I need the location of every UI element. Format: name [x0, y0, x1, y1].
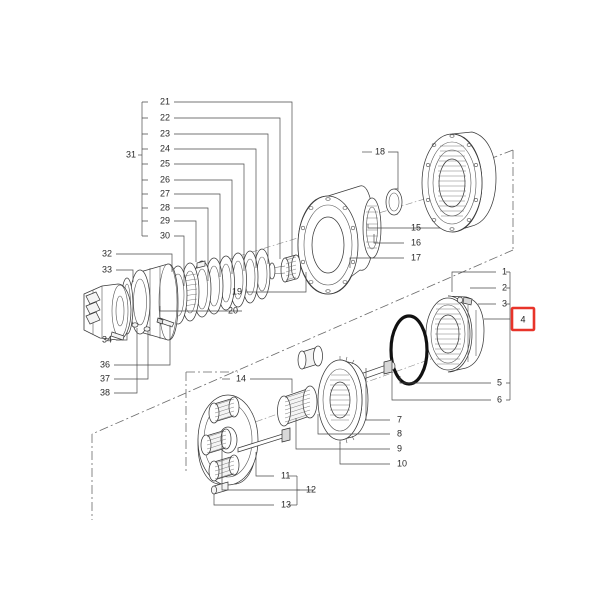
part-o-ring	[389, 314, 429, 386]
ring-gear-teeth	[438, 145, 466, 217]
callout-6: 6	[497, 394, 502, 404]
callout-24: 24	[160, 143, 170, 153]
leaders-left-group	[114, 253, 173, 394]
callout-27: 27	[160, 188, 170, 198]
callout-16: 16	[411, 237, 421, 247]
callout-25: 25	[160, 158, 170, 168]
part-long-bolt-11	[237, 427, 291, 453]
part-ring-gear-drum	[421, 131, 497, 233]
leaders-19-20	[159, 272, 307, 312]
leaders-21-30	[174, 101, 293, 286]
part-bolt-37	[131, 322, 139, 328]
planet-gear-2	[200, 428, 232, 456]
callout-33: 33	[102, 264, 112, 274]
callout-29: 29	[160, 215, 170, 225]
part-wheel-hub	[297, 185, 382, 295]
part-pinion-small	[297, 345, 323, 370]
callout-36: 36	[100, 359, 110, 369]
bracket-31	[138, 101, 148, 237]
callout-38: 38	[100, 387, 110, 397]
callout-11: 11	[281, 470, 290, 480]
part-bolt-36	[156, 317, 175, 328]
part-hydraulic-motor	[83, 283, 132, 341]
callout-23: 23	[160, 128, 170, 138]
centre-axis-upper	[95, 184, 471, 301]
callout-19: 19	[232, 286, 242, 296]
callout-7: 7	[397, 414, 402, 424]
part-seal-ring-18	[385, 187, 403, 216]
callout-12: 12	[306, 484, 316, 494]
callout-18: 18	[375, 146, 385, 156]
part-splined-sleeve	[277, 385, 318, 427]
callout-37: 37	[100, 373, 110, 383]
part-snap-ring-2	[457, 296, 473, 306]
highlight-box[interactable]	[510, 306, 536, 332]
callout-22: 22	[160, 112, 170, 122]
callout-17: 17	[411, 252, 421, 262]
callout-15: 15	[411, 222, 421, 232]
callout-5: 5	[497, 377, 502, 387]
callout-2: 2	[502, 282, 507, 292]
callout-28: 28	[160, 202, 170, 212]
part-small-pin	[196, 260, 206, 269]
callout-31: 31	[126, 149, 136, 159]
callout-21: 21	[160, 96, 170, 106]
callout-30: 30	[160, 230, 170, 240]
callout-34: 34	[102, 334, 112, 344]
callout-1: 1	[502, 266, 507, 276]
part-planet-carrier	[197, 394, 259, 495]
callout-32: 32	[102, 248, 112, 258]
planet-gear-1	[208, 396, 240, 424]
leaders-carrier-group	[213, 378, 313, 506]
drum-bolt-holes	[426, 134, 478, 231]
carrier-bearing-rollers	[435, 303, 461, 365]
callout-14: 14	[236, 373, 246, 383]
part-sun-gear-large	[317, 356, 369, 444]
part-sun-gear-shaft	[268, 254, 301, 283]
callout-9: 9	[397, 443, 402, 453]
bracket-right-group	[391, 271, 511, 401]
callout-13: 13	[281, 499, 291, 509]
callout-labels: 1 2 3 5 6 7 8 9 10 11 12 13 14 15 16 17 …	[100, 96, 507, 509]
highlighted-callout-4[interactable]: 4	[510, 306, 536, 332]
highlight-number: 4	[520, 314, 525, 324]
callout-8: 8	[397, 428, 402, 438]
boundary-lower-assembly	[91, 371, 238, 520]
callout-3: 3	[502, 298, 507, 308]
part-bolt-38	[143, 326, 151, 332]
callout-26: 26	[160, 174, 170, 184]
callout-20: 20	[228, 305, 238, 315]
leaders-gear-group	[295, 368, 390, 465]
hub-bolt-holes	[301, 197, 355, 293]
part-bearing-carrier	[425, 295, 485, 373]
planet-gear-3	[208, 454, 240, 482]
callout-10: 10	[397, 458, 407, 468]
leaders-hub-group	[349, 151, 440, 268]
